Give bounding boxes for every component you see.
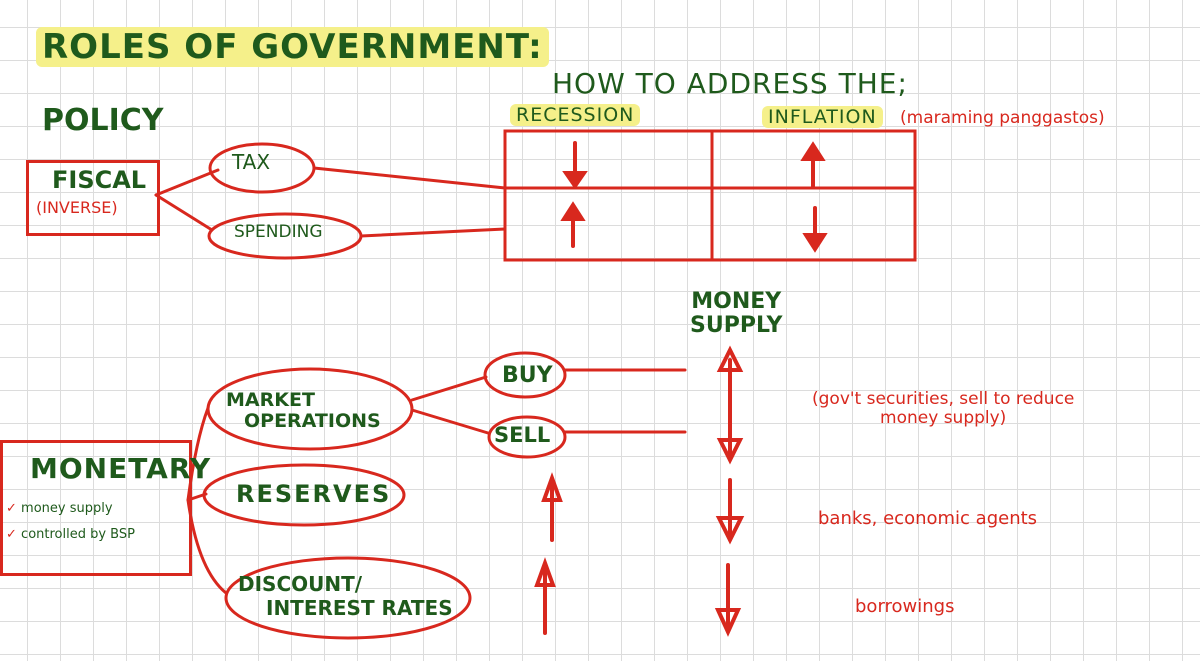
spending-inflation-down-arrow [802,206,828,253]
fiscal-box [26,160,160,236]
spending-to-table-line [359,227,507,238]
fiscal-to-spending-connector [154,193,214,232]
market-line1: MARKET [226,389,315,411]
monetary-box [0,440,192,576]
fiscal-label: FISCAL [52,166,147,194]
reserves-supply-down-arrow [715,478,745,545]
operations-note: (gov't securities, sell to reduce money … [812,390,1074,427]
discount-line2: INTEREST RATES [266,596,453,620]
spending-recession-up-arrow [560,201,586,248]
fiscal-sublabel: (INVERSE) [36,198,118,217]
discount-oval [224,556,472,640]
market-line2: OPERATIONS [244,409,381,432]
reserves-recession-up-arrow [541,472,563,542]
discount-supply-down-arrow [714,563,742,637]
market-to-sell-connector [410,408,490,435]
monetary-to-discount-connector [186,498,228,595]
inflation-note: (maraming panggastos) [900,108,1105,128]
market-operations-label: MARKET OPERATIONS [226,390,381,432]
discount-label: DISCOUNT/ INTEREST RATES [238,572,453,620]
tax-recession-down-arrow [562,141,588,190]
reserves-label: RESERVES [236,480,392,508]
monetary-label: MONETARY [30,452,212,485]
fiscal-to-tax-connector [154,168,220,197]
money-supply-bullet: ✓ money supply [6,501,113,516]
tax-inflation-up-arrow [800,141,826,188]
spending-label: SPENDING [234,222,323,242]
policy-label: POLICY [42,103,164,138]
fiscal-table [503,129,917,262]
address-heading: HOW TO ADDRESS THE; [552,67,908,100]
discount-note: borrowings [855,596,955,617]
operations-note-line2: money supply) [880,407,1007,428]
reserves-oval [202,463,406,527]
check-mark-icon: ✓ [6,501,17,516]
discount-recession-up-arrow [534,557,556,635]
buy-oval [483,351,567,399]
page-title: ROLES OF GOVERNMENT: [36,27,549,67]
money-supply-label: MONEY SUPPLY [690,289,783,339]
recession-column-header: RECESSION [510,104,641,126]
buy-label: BUY [502,363,553,388]
reserves-note: banks, economic agents [818,508,1038,529]
discount-line1: DISCOUNT/ [238,572,363,596]
money-supply-line2: SUPPLY [690,313,783,339]
inflation-column-header: INFLATION [762,106,883,128]
sell-label: SELL [494,423,551,447]
bsp-bullet: ✓ controlled by BSP [6,527,135,542]
tax-label: TAX [232,150,271,174]
operations-note-line1: (gov't securities, sell to reduce [812,389,1075,409]
sell-supply-down-arrow [716,408,744,465]
tax-to-table-line [312,166,507,190]
sell-oval [487,415,567,459]
check-mark-icon: ✓ [6,527,17,542]
market-to-buy-connector [410,375,488,402]
money-supply-line1: MONEY [691,289,782,314]
buy-supply-up-arrow [716,345,744,412]
